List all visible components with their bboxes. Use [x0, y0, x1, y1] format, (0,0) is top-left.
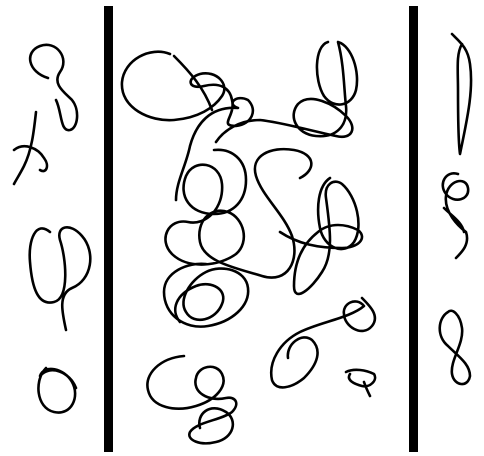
squiggle-center-tail — [174, 56, 212, 110]
squiggle-left-middle — [30, 227, 91, 330]
squiggle-center-lower-loop — [164, 264, 248, 327]
center-compartment — [122, 42, 375, 443]
squiggle-left-mid-stroke — [14, 112, 47, 184]
right-compartment — [440, 34, 471, 384]
right-divider-bar — [409, 6, 418, 452]
squiggle-center-right-low — [271, 298, 375, 396]
squiggle-right-top — [452, 34, 471, 154]
squiggle-right-middle — [443, 173, 468, 258]
squiggle-center-bottom — [147, 356, 236, 443]
squiggle-left-bottom — [38, 368, 76, 413]
left-divider-bar — [104, 6, 113, 452]
squiggle-right-bottom — [440, 311, 470, 384]
left-compartment — [14, 45, 90, 413]
squiggle-center-web — [165, 149, 311, 277]
squiggle-left-top — [30, 45, 77, 130]
